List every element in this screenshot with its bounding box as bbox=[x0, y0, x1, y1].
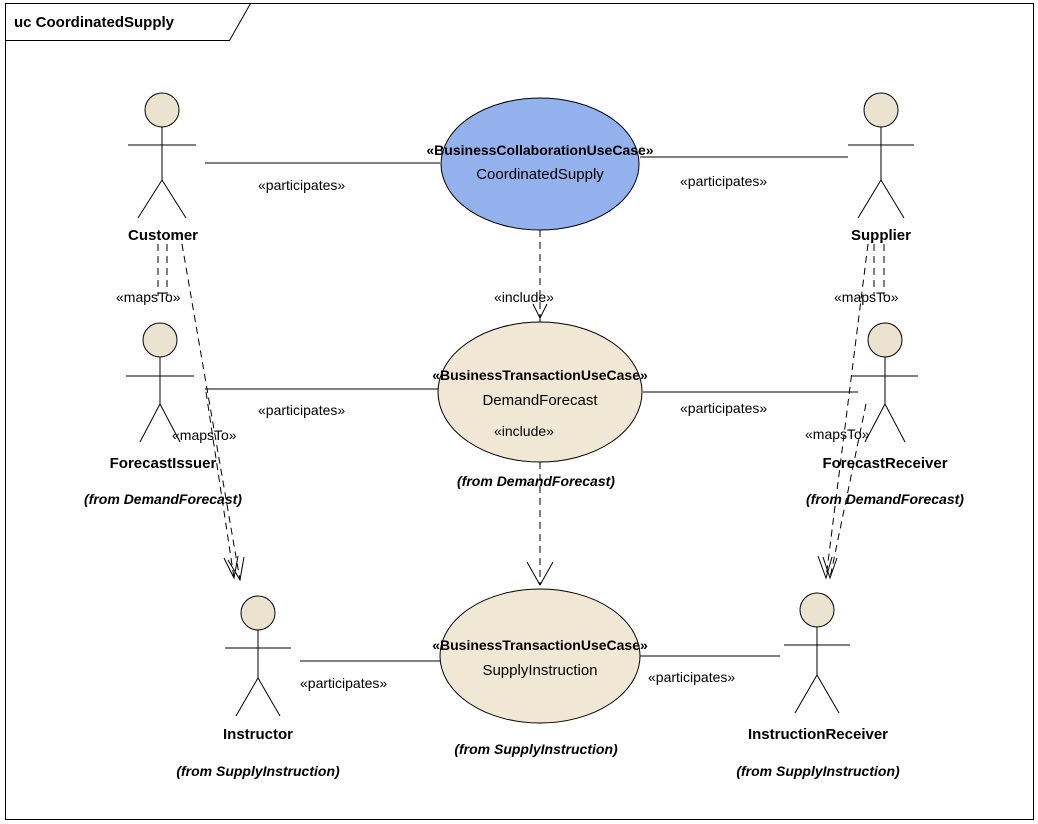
issuer-mapsto-arrowhead bbox=[223, 555, 239, 580]
coordinated-supply-name: CoordinatedSupply bbox=[476, 166, 604, 183]
actor-head-icon bbox=[867, 322, 903, 358]
issuer-mapsto-line bbox=[205, 391, 235, 579]
instruction-receiver-name: InstructionReceiver bbox=[748, 726, 888, 743]
receiver-participates-label: «participates» bbox=[680, 400, 767, 416]
supply-instruction-stereotype: «BusinessTransactionUseCase» bbox=[432, 637, 648, 653]
supplier-mapsto-label: «mapsTo» bbox=[834, 289, 899, 305]
use-case-coordinated-supply bbox=[440, 97, 640, 231]
actor-head-icon bbox=[240, 595, 276, 631]
demand-forecast-stereotype: «BusinessTransactionUseCase» bbox=[432, 367, 648, 383]
supplier-name: Supplier bbox=[851, 227, 911, 244]
demand-forecast-from: (from DemandForecast) bbox=[457, 473, 615, 489]
actor-instructor bbox=[225, 595, 291, 717]
supply-instruction-from: (from SupplyInstruction) bbox=[454, 741, 618, 757]
instruction-receiver-from: (from SupplyInstruction) bbox=[736, 763, 900, 779]
customer-name: Customer bbox=[128, 227, 198, 244]
receiver-mapsto-label: «mapsTo» bbox=[805, 426, 870, 442]
use-case-supply-instruction bbox=[439, 588, 641, 724]
actor-customer bbox=[128, 92, 196, 219]
actor-head-icon bbox=[142, 322, 178, 358]
actor-supplier bbox=[848, 92, 914, 219]
forecast-receiver-from: (from DemandForecast) bbox=[806, 491, 964, 507]
supplier-mapsto-line-c bbox=[825, 243, 869, 579]
use-case-demand-forecast bbox=[437, 321, 643, 463]
actor-head-icon bbox=[863, 92, 899, 128]
supplier-participates-label: «participates» bbox=[680, 173, 767, 189]
instructor-name: Instructor bbox=[223, 726, 293, 743]
demand-forecast-name: DemandForecast bbox=[482, 392, 598, 409]
frame-title: uc CoordinatedSupply bbox=[14, 14, 175, 31]
instruction-receiver-participates-label: «participates» bbox=[648, 669, 735, 685]
forecast-issuer-name: ForecastIssuer bbox=[110, 455, 217, 472]
customer-participates-label: «participates» bbox=[258, 177, 345, 193]
coordinated-supply-stereotype: «BusinessCollaborationUseCase» bbox=[426, 142, 653, 158]
actor-instruction-receiver bbox=[784, 592, 850, 714]
include-arrowhead-2 bbox=[526, 561, 554, 587]
include-label-2: «include» bbox=[494, 423, 554, 439]
actor-head-icon bbox=[799, 592, 835, 628]
supply-instruction-name: SupplyInstruction bbox=[482, 662, 597, 679]
customer-mapsto-line-c bbox=[181, 243, 241, 581]
forecast-issuer-from: (from DemandForecast) bbox=[84, 491, 242, 507]
diagram-frame bbox=[5, 3, 1034, 820]
actor-forecast-receiver bbox=[852, 322, 918, 443]
frame-title-tab bbox=[5, 3, 251, 41]
instructor-from: (from SupplyInstruction) bbox=[176, 763, 340, 779]
forecast-receiver-name: ForecastReceiver bbox=[822, 455, 947, 472]
supplier-mapsto-arrowhead bbox=[817, 555, 833, 580]
issuer-mapsto-label: «mapsTo» bbox=[172, 427, 237, 443]
receiver-mapsto-line bbox=[829, 403, 867, 579]
customer-mapsto-arrowhead bbox=[227, 556, 245, 582]
include-label-1: «include» bbox=[494, 289, 554, 305]
receiver-mapsto-arrowhead bbox=[822, 556, 838, 580]
customer-mapsto-label: «mapsTo» bbox=[116, 289, 181, 305]
actor-forecast-issuer bbox=[126, 322, 194, 443]
actor-head-icon bbox=[144, 92, 180, 128]
issuer-participates-label: «participates» bbox=[258, 402, 345, 418]
instructor-participates-label: «participates» bbox=[300, 675, 387, 691]
